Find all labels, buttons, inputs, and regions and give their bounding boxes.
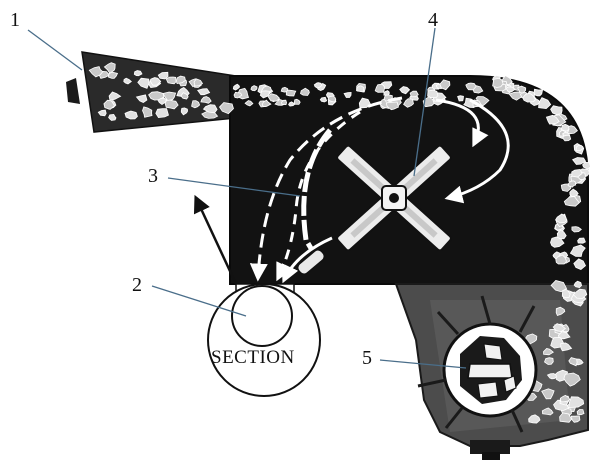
stone [458, 96, 464, 101]
pipe-section [208, 284, 320, 396]
lower-rotor [444, 324, 536, 416]
stone [578, 238, 586, 243]
callout-3-label: 3 [148, 165, 158, 187]
stone [563, 135, 571, 141]
stone [561, 124, 569, 131]
callout-4-label: 4 [428, 9, 438, 31]
stone [156, 109, 169, 118]
stone [534, 89, 543, 96]
callout-2-label: 2 [132, 274, 142, 296]
stone [410, 91, 418, 97]
stone [493, 78, 504, 87]
stone [166, 77, 176, 84]
stone [286, 90, 296, 96]
section-label: SECTION [211, 347, 295, 368]
callout-1-label: 1 [10, 9, 20, 31]
callout-5-label: 5 [362, 347, 372, 369]
stone [320, 97, 326, 102]
stone [134, 71, 142, 76]
stone [577, 410, 584, 415]
stone [357, 86, 364, 92]
inlet-knob [66, 78, 80, 104]
stone [125, 111, 137, 119]
